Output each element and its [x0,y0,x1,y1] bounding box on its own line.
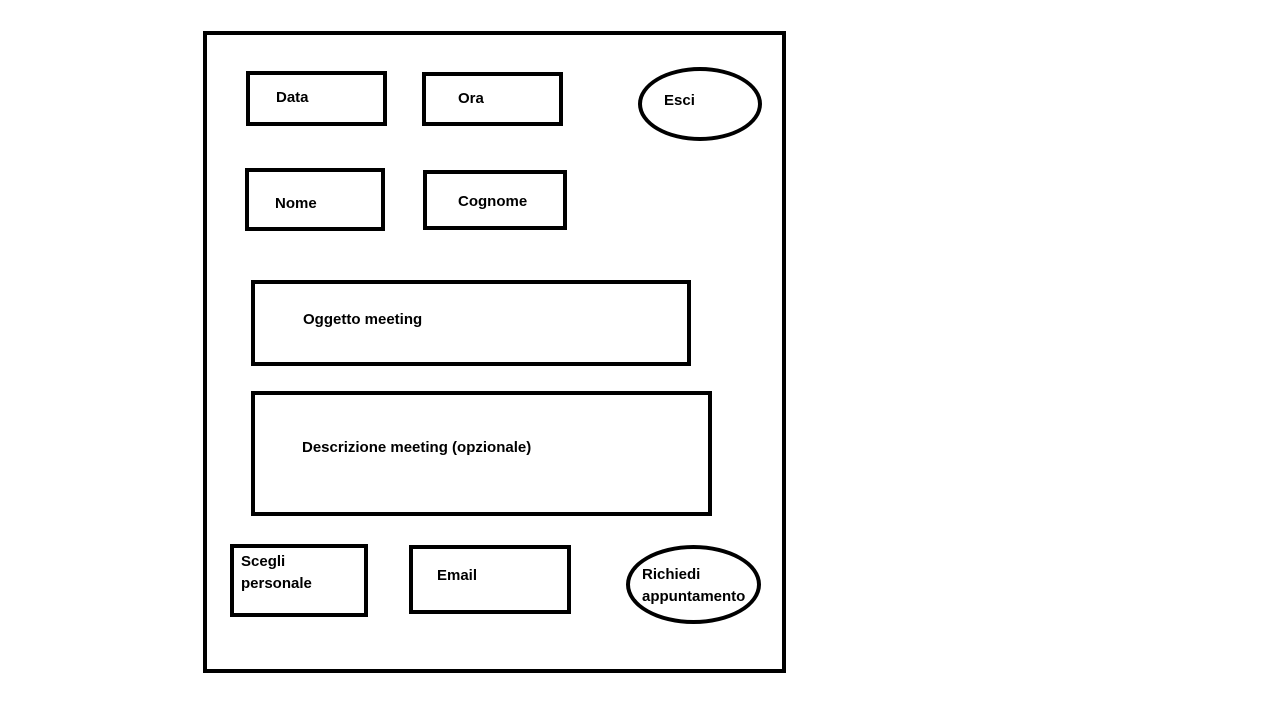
esci-button-label: Esci [664,92,695,109]
cognome-field[interactable] [423,170,567,230]
nome-field-label: Nome [275,195,317,212]
nome-field[interactable] [245,168,385,231]
ora-field[interactable] [422,72,563,126]
esci-button[interactable] [638,67,762,141]
cognome-field-label: Cognome [458,193,528,210]
data-field-label: Data [276,89,309,106]
data-field[interactable] [246,71,387,126]
scegli-personale-label-line2: personale [241,575,312,592]
descrizione-meeting-field[interactable] [251,391,712,516]
scegli-personale-field[interactable] [230,544,368,617]
descrizione-meeting-label: Descrizione meeting (opzionale) [302,439,532,456]
ora-field-label: Ora [458,90,484,107]
scegli-personale-label-line1: Scegli [241,553,286,570]
oggetto-meeting-field[interactable] [251,280,691,366]
richiedi-appuntamento-label-line1: Richiedi [642,566,701,583]
email-field[interactable] [409,545,571,614]
richiedi-appuntamento-label-line2: appuntamento [642,588,746,605]
email-field-label: Email [437,567,478,584]
oggetto-meeting-label: Oggetto meeting [303,311,423,328]
richiedi-appuntamento-button[interactable] [626,545,761,624]
